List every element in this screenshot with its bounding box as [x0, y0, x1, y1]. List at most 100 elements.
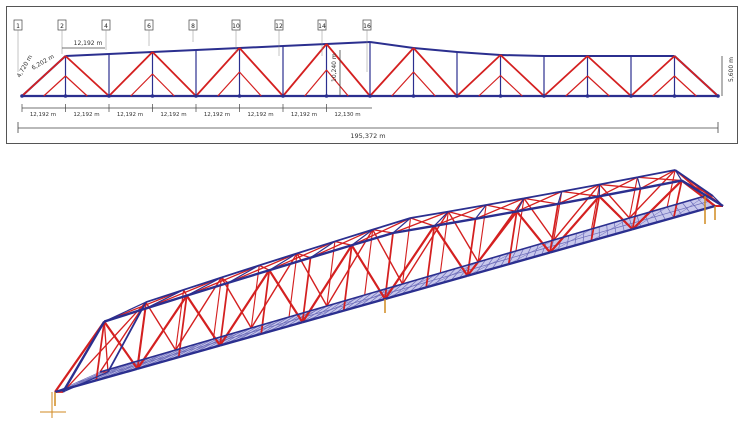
top-chord-segment [239, 45, 284, 49]
span-dim-label: 12,192 m [204, 112, 230, 118]
top-chord-segment [65, 53, 110, 57]
far-bottom-chord [137, 349, 176, 362]
near-bottom-chord [384, 286, 427, 301]
truss-diagonal [136, 308, 147, 369]
far-top-chord [448, 204, 487, 213]
diagonal-member [21, 55, 67, 97]
bottom-node [542, 94, 546, 98]
sub-diagonal [391, 71, 414, 97]
span-dim-label: 12,192 m [291, 112, 317, 118]
bottom-node [150, 94, 155, 98]
top-chord-segment [108, 51, 153, 55]
elevation-members [20, 41, 720, 98]
truss-diagonal [103, 321, 109, 373]
truss-diagonal [466, 210, 518, 277]
diagonal-member [108, 51, 154, 97]
height-dim-label-1: 10,240 m [331, 53, 338, 82]
far-bottom-chord [251, 316, 290, 329]
bottom-node [194, 94, 198, 98]
truss-diagonal [591, 184, 601, 230]
total-length-label: 195,372 m [350, 132, 385, 140]
sub-diagonal [500, 75, 523, 97]
far-top-chord [637, 169, 676, 179]
truss-diagonal [599, 183, 641, 190]
truss-diagonal [301, 257, 312, 323]
truss-diagonal [296, 252, 328, 307]
diagonal-member [325, 43, 371, 97]
top-chord-segment [413, 47, 458, 53]
truss-diagonal [561, 190, 600, 197]
truss-diagonal [631, 188, 642, 230]
bottom-node [368, 94, 372, 98]
truss-diagonal [268, 269, 304, 323]
top-cross-beam [227, 264, 260, 284]
elevation-dimensions: 12,192 m 4,720 m 6,202 m 10,240 m 5,600 … [16, 40, 735, 140]
top-cross-beam [351, 229, 374, 246]
truss-diagonal [260, 270, 271, 334]
truss-diagonal [628, 177, 638, 219]
node-label: 2 [60, 23, 64, 30]
near-bottom-chord [137, 355, 180, 370]
bottom-node [411, 94, 416, 98]
deck-brace [178, 327, 252, 358]
far-bottom-chord [402, 272, 441, 285]
truss-diagonal [637, 176, 682, 182]
top-cross-beam [186, 276, 222, 297]
truss-diagonal [515, 210, 551, 254]
span-dim-label: 12,192 m [30, 112, 56, 118]
far-bottom-chord [591, 217, 630, 230]
node-label: 14 [318, 23, 326, 30]
truss-diagonal [258, 264, 270, 271]
top-cross-beam [103, 301, 147, 323]
near-bottom-chord [632, 216, 675, 231]
top-chord-segment [195, 47, 240, 51]
top-cross-beam [636, 177, 642, 189]
sub-diagonal [43, 75, 66, 97]
top-chord-segment [500, 54, 545, 57]
far-bottom-chord [364, 283, 403, 296]
deck-stringer [630, 211, 671, 224]
top-cross-beam [557, 191, 563, 205]
sub-diagonal [130, 73, 153, 97]
far-top-chord [107, 301, 147, 373]
span-dim-label: 12,192 m [73, 112, 99, 118]
sub-diagonal [239, 71, 262, 97]
sub-diagonal [565, 75, 588, 97]
bottom-node [716, 94, 720, 98]
truss-diagonal [447, 211, 479, 263]
sub-diagonal [587, 75, 610, 97]
near-top-chord [392, 224, 435, 235]
bottom-node [672, 94, 677, 98]
diagonal-member [64, 55, 110, 97]
near-bottom-chord [178, 344, 221, 359]
diagonal-member [586, 55, 632, 97]
far-top-chord [523, 190, 562, 200]
far-top-chord [674, 169, 714, 197]
top-cross-beam [268, 252, 298, 271]
diagonal-member [282, 43, 328, 97]
top-cross-beam [475, 204, 487, 220]
node-label: 12 [275, 23, 283, 30]
far-top-chord [372, 217, 411, 231]
truss-diagonal [598, 195, 634, 231]
sub-diagonal [217, 71, 240, 97]
truss-diagonal [177, 295, 188, 358]
deck-brace [632, 206, 668, 230]
near-top-chord [145, 294, 188, 310]
diagonal-member [151, 51, 197, 97]
near-top-chord [103, 307, 146, 323]
truss-diagonal [475, 197, 525, 220]
node-label: 1 [16, 23, 20, 30]
truss-diagonal [523, 197, 555, 241]
truss-diagonal [212, 277, 222, 340]
span-dim-label: 12,130 m [334, 112, 360, 118]
near-bottom-chord [549, 239, 592, 254]
axis-triad [40, 392, 66, 418]
diagonal-member [238, 47, 284, 97]
deck-brace [673, 195, 706, 218]
truss-diagonal [219, 269, 271, 347]
top-cross-beam [310, 240, 336, 259]
truss-diagonal [250, 252, 298, 329]
